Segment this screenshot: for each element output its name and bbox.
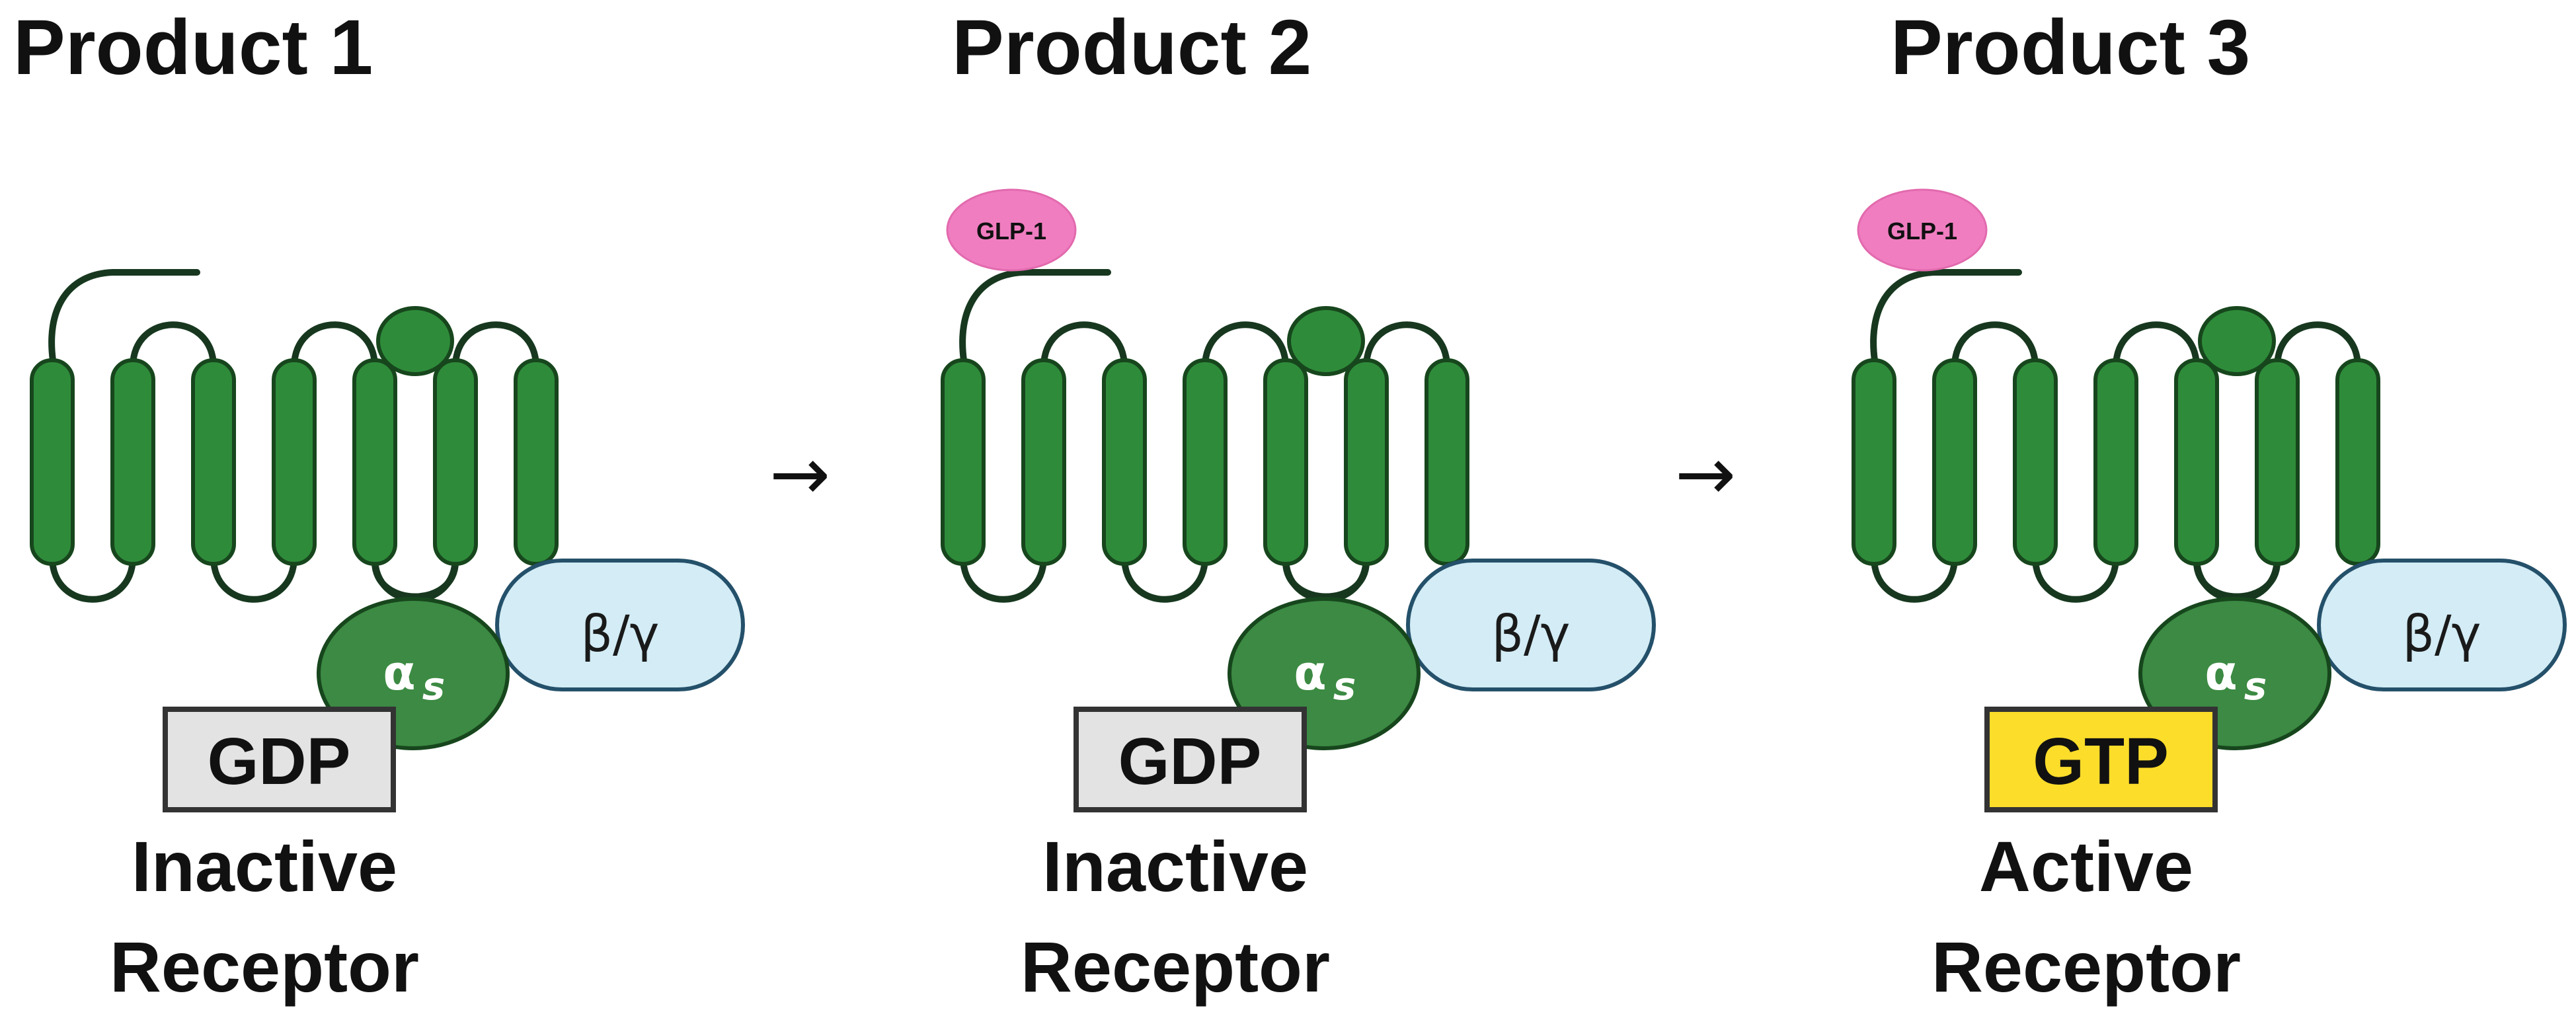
transmembrane-helix-2 [1932, 358, 1977, 566]
transition-arrow-icon: → [1675, 432, 1736, 516]
panel-title: Product 1 [13, 4, 373, 91]
transition-arrow-icon: → [769, 432, 830, 516]
extracellular-loop [2274, 321, 2361, 370]
transmembrane-helix-4 [1183, 358, 1228, 566]
transmembrane-helix-3 [1102, 358, 1147, 566]
nucleotide-box [1984, 707, 2218, 812]
alpha-label: α [1294, 645, 1326, 701]
extracellular-loop [452, 321, 539, 370]
alpha-label: α [383, 645, 415, 701]
state-caption-line1: Inactive [1042, 826, 1308, 906]
receptor-hub [376, 306, 454, 376]
n-terminal-tail [959, 269, 1111, 364]
nucleotide-label: GDP [208, 724, 351, 799]
state-caption-line2: Receptor [110, 927, 419, 1007]
intracellular-loop [371, 554, 459, 603]
intracellular-loop [210, 554, 297, 603]
alpha-subscript: s [422, 664, 446, 709]
transmembrane-helix-7 [1425, 358, 1469, 566]
alpha-label: α [2205, 645, 2237, 701]
transmembrane-helix-2 [1021, 358, 1066, 566]
extracellular-loop [2113, 321, 2200, 370]
intracellular-loop [2032, 554, 2119, 603]
state-caption-line2: Receptor [1021, 927, 1330, 1007]
beta-gamma-label: β/γ [580, 604, 659, 663]
receptor-hub [1287, 306, 1365, 376]
transmembrane-helix-1 [1852, 358, 1896, 566]
glp1-ligand [1857, 188, 1988, 272]
intracellular-loop [2193, 554, 2281, 603]
receptor-hub [2198, 306, 2276, 376]
glp1-ligand [946, 188, 1077, 272]
intracellular-loop [1282, 554, 1370, 603]
transmembrane-helix-7 [514, 358, 559, 566]
panel-title: Product 3 [1891, 4, 2250, 91]
extracellular-loop [291, 321, 378, 370]
ligand-label: GLP-1 [1887, 217, 1957, 245]
transmembrane-helix-4 [2093, 358, 2138, 566]
state-caption-line1: Inactive [132, 826, 397, 906]
intracellular-loop [1282, 559, 1370, 600]
extracellular-loop [1363, 321, 1450, 370]
beta-gamma-label: β/γ [2402, 604, 2481, 663]
extracellular-loop [130, 321, 217, 370]
intracellular-loop [1121, 554, 1208, 603]
alpha-subscript: s [1333, 664, 1356, 709]
intracellular-loop [371, 559, 459, 600]
intracellular-loop [960, 554, 1047, 603]
transmembrane-helix-3 [2013, 358, 2058, 566]
nucleotide-label: GTP [2033, 724, 2169, 799]
extracellular-loop [1040, 321, 1128, 370]
alpha-subscript: s [2244, 664, 2267, 709]
intracellular-loop [2193, 559, 2281, 600]
nucleotide-label: GDP [1118, 724, 1262, 799]
transmembrane-helix-4 [272, 358, 317, 566]
transmembrane-helix-2 [110, 358, 155, 566]
nucleotide-box [1073, 707, 1307, 812]
n-terminal-tail [1870, 269, 2022, 364]
transmembrane-helix-7 [2335, 358, 2380, 566]
ligand-label: GLP-1 [976, 217, 1046, 245]
state-caption-line1: Active [1979, 826, 2193, 906]
intracellular-loop [49, 554, 136, 603]
extracellular-loop [1951, 321, 2039, 370]
transmembrane-helix-1 [30, 358, 75, 566]
extracellular-loop [1202, 321, 1289, 370]
intracellular-loop [1871, 554, 1958, 603]
beta-gamma-subunit [1406, 559, 1656, 691]
transmembrane-helix-5 [2174, 358, 2219, 566]
transmembrane-helix-6 [1344, 358, 1389, 566]
panel-title: Product 2 [952, 4, 1311, 91]
transmembrane-helix-1 [941, 358, 986, 566]
transmembrane-helix-5 [352, 358, 397, 566]
transmembrane-helix-3 [191, 358, 236, 566]
nucleotide-box [163, 707, 396, 812]
transmembrane-helix-5 [1263, 358, 1308, 566]
n-terminal-tail [48, 269, 200, 364]
transmembrane-helix-6 [433, 358, 478, 566]
transmembrane-helix-6 [2255, 358, 2300, 566]
beta-gamma-subunit [2317, 559, 2567, 691]
beta-gamma-subunit [495, 559, 745, 691]
state-caption-line2: Receptor [1932, 927, 2241, 1007]
beta-gamma-label: β/γ [1491, 604, 1570, 663]
